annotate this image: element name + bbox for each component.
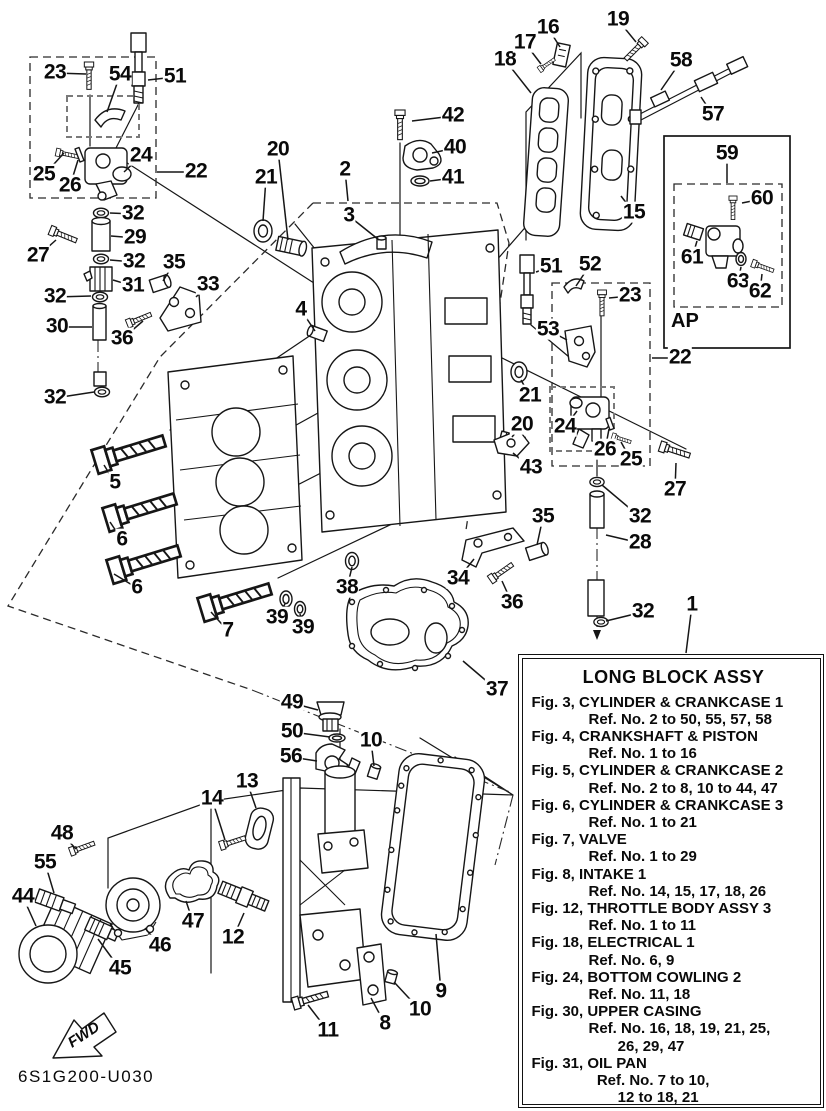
dowel-10 [366,763,382,780]
plug-61 [682,222,705,241]
legend-entry: Fig. 24, BOTTOM COWLING 2 [531,968,742,986]
legend-entry-ref: Ref. No. 1 to 21 [588,813,697,831]
legend-entry-ref: 12 to 18, 21 [588,1089,699,1105]
pump-tower [282,765,369,1003]
cylinder-block [311,229,507,533]
head-gasket-18 [522,87,570,237]
legend-entry: Fig. 7, VALVE [531,831,627,849]
gasket-9 [380,753,486,941]
bracket-53 [564,325,596,368]
legend-box: LONG BLOCK ASSY Fig. 3, CYLINDER & CRANK… [518,654,824,1108]
legend-entry: Fig. 31, OIL PAN [531,1054,647,1072]
sensor-51 [130,32,147,104]
washer-32-lower [593,616,609,628]
legend-entry-ref: Ref. No. 1 to 29 [588,848,697,866]
o-rings [279,551,360,618]
legend-entry-ref: Ref. No. 14, 15, 17, 18, 26 [588,882,767,900]
bushing-35-right [524,541,549,562]
legend-entry: Fig. 30, UPPER CASING [531,1003,702,1021]
o-ring-41 [410,175,430,187]
legend-entry-ref: Ref. No. 2 to 8, 10 to 44, 47 [588,779,778,797]
spacer-stack [83,207,113,398]
legend-entry-ref: Ref. No. 16, 18, 19, 21, 25, [588,1020,771,1038]
tube-28 [587,490,605,617]
crankcase-half [167,355,303,579]
washer-63 [735,251,747,267]
legend-entry: Fig. 8, INTAKE 1 [531,865,647,883]
assembly-group-boxes [7,56,791,691]
bolt-14 [218,832,248,851]
pump-cover-46 [105,877,161,941]
bracket-33 [159,286,202,332]
bracket-34 [461,527,525,568]
dowel-10-lower [384,969,399,985]
oil-pump-22 [84,147,132,201]
legend-entry: Fig. 3, CYLINDER & CRANKCASE 1 [531,693,784,711]
legend-inner: LONG BLOCK ASSY Fig. 3, CYLINDER & CRANK… [521,657,821,1105]
clip-16 [552,42,571,68]
sensor-55 [34,888,77,915]
plug-3 [376,235,387,250]
legend-entry-ref: Ref. No. 1 to 11 [588,917,697,935]
ap-variant-label: AP [671,310,699,332]
legend-entry-ref: Ref. No. 11, 18 [588,985,691,1003]
fwd-arrow: FWD [52,1012,117,1059]
legend-entry-ref: 26, 29, 47 [588,1037,685,1055]
bolt-36-right [486,559,516,585]
plate-13 [244,807,275,850]
pin-26-right [605,416,615,431]
fitting-12 [217,880,270,912]
bolt-23 [83,61,95,90]
bolt-48 [68,838,97,857]
legend-entry: Fig. 18, ELECTRICAL 1 [531,934,695,952]
o-ring-50 [328,733,346,743]
gasket-47 [164,860,220,903]
legend-entry: Fig. 6, CYLINDER & CRANKCASE 3 [531,796,784,814]
legend-entry: Fig. 4, CRANKSHAFT & PISTON [531,727,758,745]
sensor-51-right [519,254,535,325]
bolt-62 [750,258,776,275]
bracket-8 [356,943,387,1006]
drawing-code: 6S1G200-U030 [18,1067,155,1086]
filler-cap-49 [316,701,345,732]
valve-body-59 [705,225,744,269]
legend-entry: Fig. 12, THROTTLE BODY ASSY 3 [531,899,772,917]
fitting-20 [275,235,308,257]
legend-entry: Fig. 5, CYLINDER & CRANKCASE 2 [531,762,784,780]
legend-title: LONG BLOCK ASSY [582,666,765,687]
clamp-52 [563,278,585,294]
legend-entry-ref: Ref. No. 7 to 10, [588,1071,710,1089]
bolt-23-right [597,289,607,317]
grommet-21-right [510,361,528,383]
legend-entry-ref: Ref. No. 2 to 50, 55, 57, 58 [588,710,772,728]
cable-57-58 [629,55,749,125]
bushing-35 [148,274,172,294]
head-cover-15 [579,56,643,232]
legend-entry-ref: Ref. No. 6, 9 [588,951,675,969]
pin-26 [74,146,85,163]
ap-variant-box [663,135,791,349]
grommet-21 [253,219,273,243]
bolt-42 [394,109,406,141]
anode-40 [402,139,442,171]
oil-pump-22-right [569,396,610,449]
gasket-37 [345,578,469,672]
bolt-60 [728,195,738,220]
legend-entry-ref: Ref. No. 1 to 16 [588,745,697,763]
clamp-54 [94,108,126,128]
